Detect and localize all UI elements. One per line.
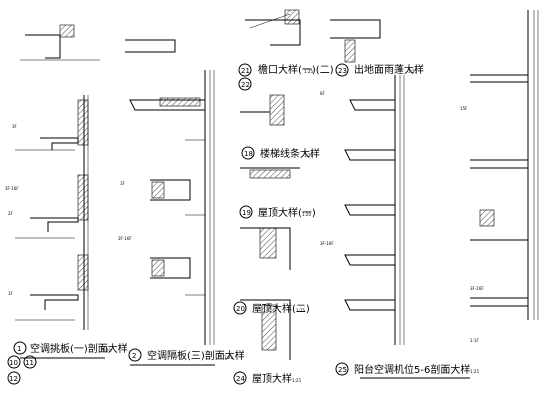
detail-scale: 1:20 — [302, 212, 311, 217]
callout-24: 24 屋顶大样 1:25 — [233, 371, 301, 385]
callout-23: 23 出地面雨蓬大样 1:25 — [335, 63, 424, 77]
callout-number: 20 — [236, 305, 245, 313]
callout-2: 2 空调隔板(三)剖面大样 1:25 — [128, 348, 245, 362]
svg-text:1F: 1F — [8, 291, 14, 296]
detail-col2: 3F-16F 1F — [118, 39, 215, 366]
svg-text:3F: 3F — [12, 124, 18, 129]
detail-scale: 1:25 — [304, 69, 313, 74]
detail-title: 屋顶大样 — [252, 372, 292, 385]
detail-scale: 1:25 — [470, 369, 479, 374]
detail-col1: 3F 3F-16F 2F 1F — [5, 24, 105, 359]
callout-number: 24 — [236, 375, 245, 383]
detail-scale: 1:25 — [296, 308, 305, 313]
callout-18: 18 楼梯线条大样 1:20 — [241, 146, 320, 160]
svg-text:3F-16F: 3F-16F — [320, 241, 334, 246]
detail-scale: 1:25 — [408, 69, 417, 74]
detail-title: 阳台空调机位5-6剖面大样 — [354, 363, 470, 376]
callout-number: 2 — [132, 352, 136, 360]
callout-number: 1 — [17, 345, 21, 353]
callout-number: 21 — [241, 67, 250, 75]
callout-number: 19 — [242, 209, 251, 217]
callout-21: 21 檐口大样(一)(二) 1:25 — [238, 63, 334, 77]
svg-text:1F: 1F — [120, 181, 126, 186]
callout-19: 19 屋顶大样(一) 1:20 — [239, 205, 316, 219]
callout-number: 22 — [241, 81, 250, 89]
detail-title: 空调隔板(三)剖面大样 — [147, 349, 245, 362]
left-callout-list: 10 11 12 — [7, 355, 37, 385]
callout-number: 10 — [9, 359, 18, 367]
svg-text:1:1F: 1:1F — [470, 338, 479, 343]
detail-title: 空调挑板(一)剖面大样 — [30, 342, 128, 355]
detail-title: 屋顶大样(二) — [252, 302, 310, 315]
detail-scale: 1:25 — [224, 355, 233, 360]
callout-number: 12 — [9, 375, 18, 383]
detail-scale: 1:20 — [304, 153, 313, 158]
detail-title: 屋顶大样(一) — [258, 206, 316, 219]
callout-number: 11 — [25, 359, 34, 367]
callout-number: 18 — [244, 150, 253, 158]
callout-25: 25 阳台空调机位5-6剖面大样 1:25 — [335, 362, 479, 376]
detail-title: 檐口大样(一)(二) — [258, 63, 334, 76]
svg-text:3F-16F: 3F-16F — [5, 186, 19, 191]
svg-text:6F: 6F — [320, 91, 326, 96]
callout-1: 1 空调挑板(一)剖面大样 1:20 — [13, 341, 128, 355]
svg-text:15F: 15F — [460, 106, 468, 111]
callout-number: 23 — [338, 67, 347, 75]
callout-20: 20 屋顶大样(二) 1:25 — [233, 301, 310, 315]
svg-text:2F: 2F — [8, 211, 14, 216]
svg-text:3F-16F: 3F-16F — [470, 286, 484, 291]
detail-col5: 15F 3F-16F 1:1F — [460, 10, 539, 343]
detail-col3 — [240, 9, 301, 360]
callout-22: 22 — [238, 77, 252, 91]
detail-scale: 1:25 — [292, 378, 301, 383]
svg-text:3F-16F: 3F-16F — [118, 236, 132, 241]
detail-col4: 6F 3F-16F — [320, 19, 470, 379]
callout-number: 25 — [338, 366, 347, 374]
detail-title: 楼梯线条大样 — [260, 147, 320, 160]
detail-scale: 1:20 — [102, 348, 111, 353]
detail-title: 出地面雨蓬大样 — [354, 63, 424, 76]
